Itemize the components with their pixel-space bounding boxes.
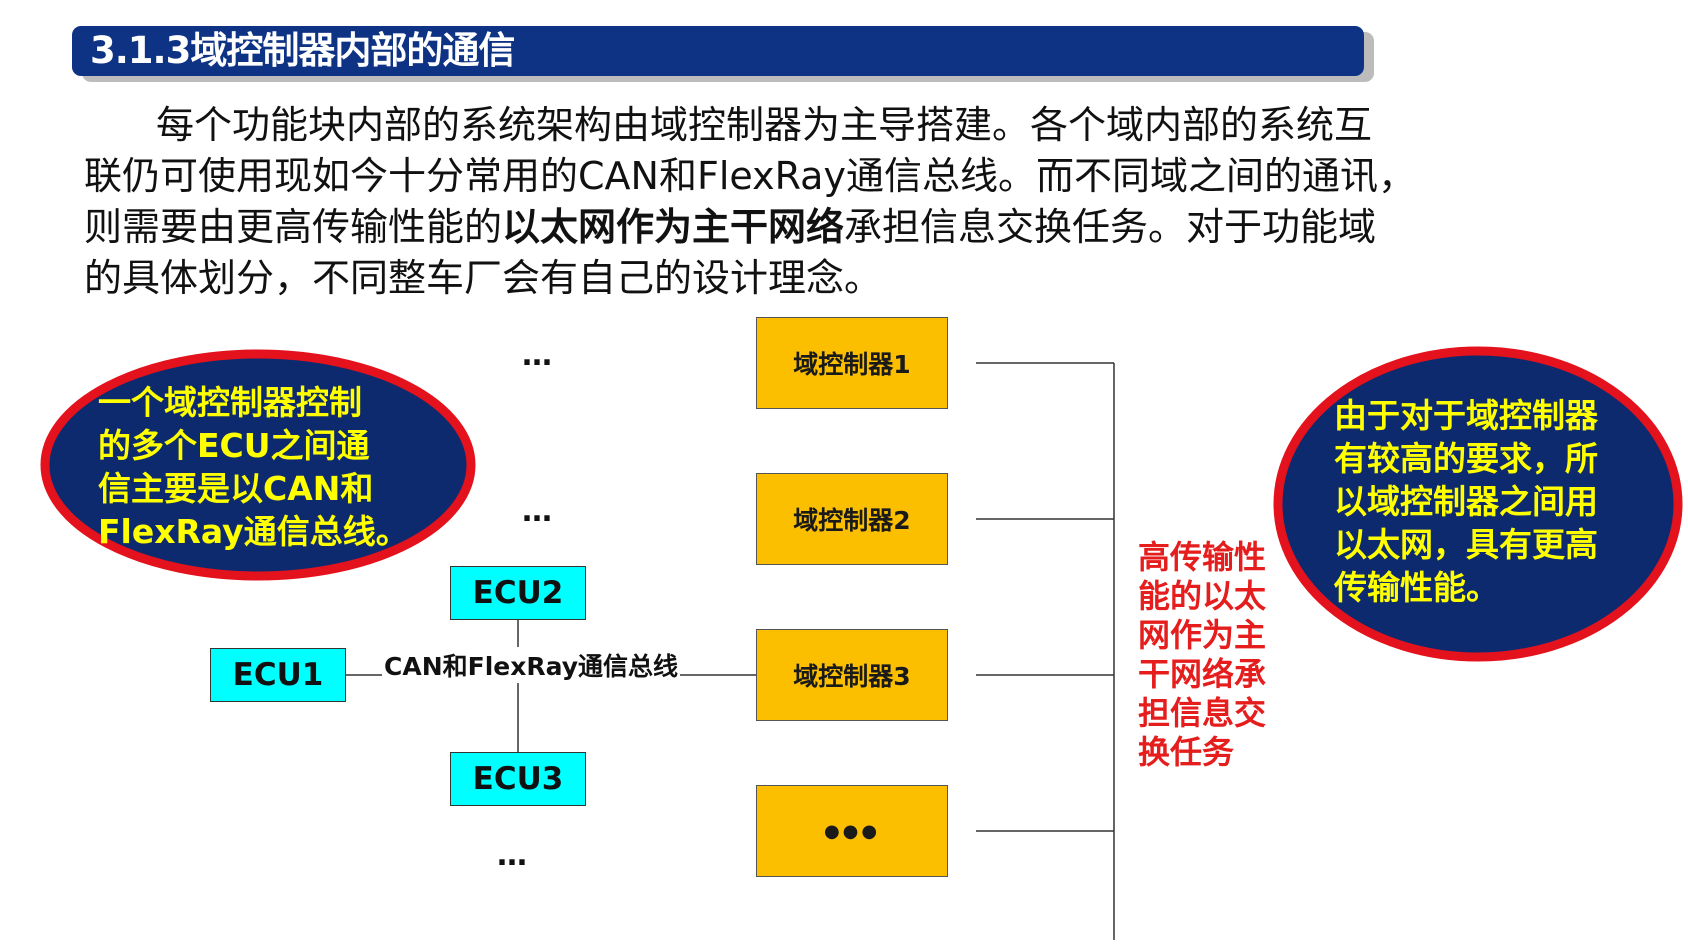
right-note-line-2: 有较高的要求，所 bbox=[1334, 439, 1598, 478]
ecu1-box: ECU1 bbox=[210, 648, 346, 702]
ellipsis-bottom: … bbox=[497, 838, 530, 873]
intro-line-1: 每个功能块内部的系统架构由域控制器为主导搭建。各个域内部的系统互 bbox=[156, 103, 1373, 147]
left-note-text: 一个域控制器控制 的多个ECU之间通 信主要是以CAN和 FlexRay通信总线… bbox=[98, 381, 409, 553]
intro-can: CAN bbox=[578, 154, 659, 198]
intro-line-3: 则需要由更高传输性能的以太网作为主干网络承担信息交换任务。对于功能域 bbox=[84, 202, 1534, 253]
intro-line-3c: 承担信息交换任务。对于功能域 bbox=[844, 205, 1377, 249]
domain-controller-3: 域控制器3 bbox=[756, 629, 948, 721]
ellipsis-middle: … bbox=[522, 494, 555, 529]
intro-line-3a: 则需要由更高传输性能的 bbox=[84, 205, 503, 249]
ecu2-box: ECU2 bbox=[450, 566, 586, 620]
intro-line-2e: 通信总线。而不同域之间的通讯， bbox=[845, 154, 1416, 198]
backbone-note-line-6: 换任务 bbox=[1138, 733, 1235, 771]
intro-line-2a: 联仍可使用现如今十分常用的 bbox=[84, 154, 579, 198]
left-note-line-3: 信主要是以CAN和 bbox=[98, 469, 374, 508]
backbone-note: 高传输性 能的以太 网作为主 干网络承 担信息交 换任务 bbox=[1138, 538, 1266, 772]
right-note-line-1: 由于对于域控制器 bbox=[1334, 396, 1598, 435]
backbone-note-line-4: 干网络承 bbox=[1138, 655, 1267, 693]
domain-controller-2: 域控制器2 bbox=[756, 473, 948, 565]
intro-paragraph: 每个功能块内部的系统架构由域控制器为主导搭建。各个域内部的系统互 联仍可使用现如… bbox=[84, 100, 1534, 304]
page-title: 3.1.3域控制器内部的通信 bbox=[90, 29, 515, 72]
domain-controller-1: 域控制器1 bbox=[756, 317, 948, 409]
right-note-line-5: 传输性能。 bbox=[1334, 568, 1499, 607]
ecu3-box: ECU3 bbox=[450, 752, 586, 806]
intro-ethernet-emphasis: 以太网作为主干网络 bbox=[502, 205, 845, 249]
intro-and: 和 bbox=[658, 154, 697, 198]
right-note-text: 由于对于域控制器 有较高的要求，所 以域控制器之间用 以太网，具有更高 传输性能… bbox=[1334, 394, 1598, 609]
left-note-ellipse bbox=[40, 349, 476, 581]
title-bar bbox=[72, 26, 1364, 76]
ellipsis-top: … bbox=[522, 338, 555, 373]
left-note-line-4: FlexRay通信总线。 bbox=[98, 512, 409, 551]
backbone-note-line-2: 能的以太 bbox=[1138, 577, 1267, 615]
backbone-note-line-5: 担信息交 bbox=[1138, 694, 1267, 732]
right-note-line-4: 以太网，具有更高 bbox=[1334, 525, 1598, 564]
backbone-note-line-3: 网作为主 bbox=[1138, 616, 1267, 654]
left-note-line-1: 一个域控制器控制 bbox=[98, 383, 362, 422]
domain-controller-more: ●●● bbox=[756, 785, 948, 877]
intro-line-4: 的具体划分，不同整车厂会有自己的设计理念。 bbox=[84, 256, 883, 300]
intro-flexray: FlexRay bbox=[697, 154, 846, 198]
right-note-line-3: 以域控制器之间用 bbox=[1334, 482, 1598, 521]
intro-line-2: 联仍可使用现如今十分常用的CAN和FlexRay通信总线。而不同域之间的通讯， bbox=[84, 151, 1534, 202]
backbone-note-line-1: 高传输性 bbox=[1138, 538, 1267, 576]
right-note-ellipse bbox=[1273, 346, 1683, 662]
left-note-line-2: 的多个ECU之间通 bbox=[98, 426, 370, 465]
can-bus-label: CAN和FlexRay通信总线 bbox=[382, 647, 680, 683]
